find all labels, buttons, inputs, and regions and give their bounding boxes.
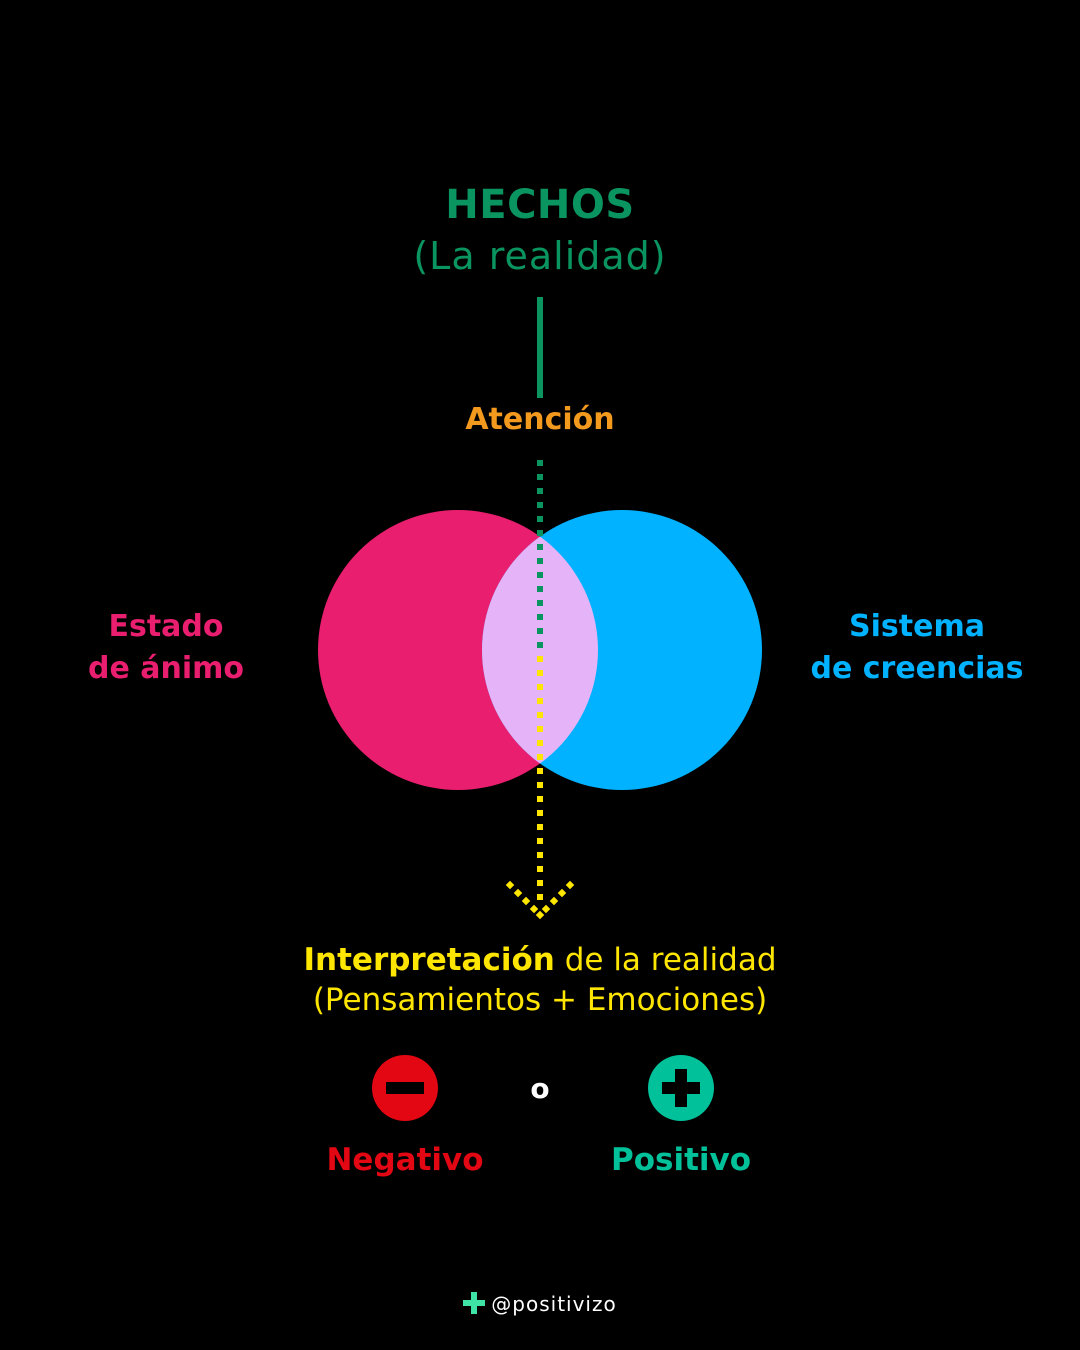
brand-plus-icon xyxy=(463,1292,486,1319)
or-label: o xyxy=(530,1072,550,1105)
facts-title: HECHOS xyxy=(445,182,635,228)
interpretation-line1: Interpretación de la realidad xyxy=(0,940,1080,980)
footer-handle: @positivizo xyxy=(0,1292,1080,1319)
beliefs-label: Sistema de creencias xyxy=(786,606,1048,690)
interpretation-bold: Interpretación xyxy=(303,942,555,978)
mood-label-line2: de ánimo xyxy=(87,651,245,686)
handle-text: @positivizo xyxy=(491,1292,617,1316)
interpretation-line2: (Pensamientos + Emociones) xyxy=(312,982,768,1018)
beliefs-label-line2: de creencias xyxy=(810,651,1024,686)
interpretation-label: Interpretación de la realidad (Pensamien… xyxy=(0,940,1080,1020)
mood-label-line1: Estado xyxy=(108,609,224,644)
plus-icon xyxy=(648,1055,714,1121)
attention-label: Atención xyxy=(465,402,615,437)
arrow-head-icon xyxy=(505,880,575,920)
beliefs-label-line1: Sistema xyxy=(849,609,985,644)
negative-label: Negativo xyxy=(326,1142,484,1178)
positive-label: Positivo xyxy=(610,1142,752,1178)
facts-subtitle: (La realidad) xyxy=(413,234,667,278)
interpretation-rest: de la realidad xyxy=(554,942,777,978)
minus-icon xyxy=(372,1055,438,1121)
overlap-area xyxy=(482,510,598,790)
mood-label: Estado de ánimo xyxy=(40,606,292,690)
